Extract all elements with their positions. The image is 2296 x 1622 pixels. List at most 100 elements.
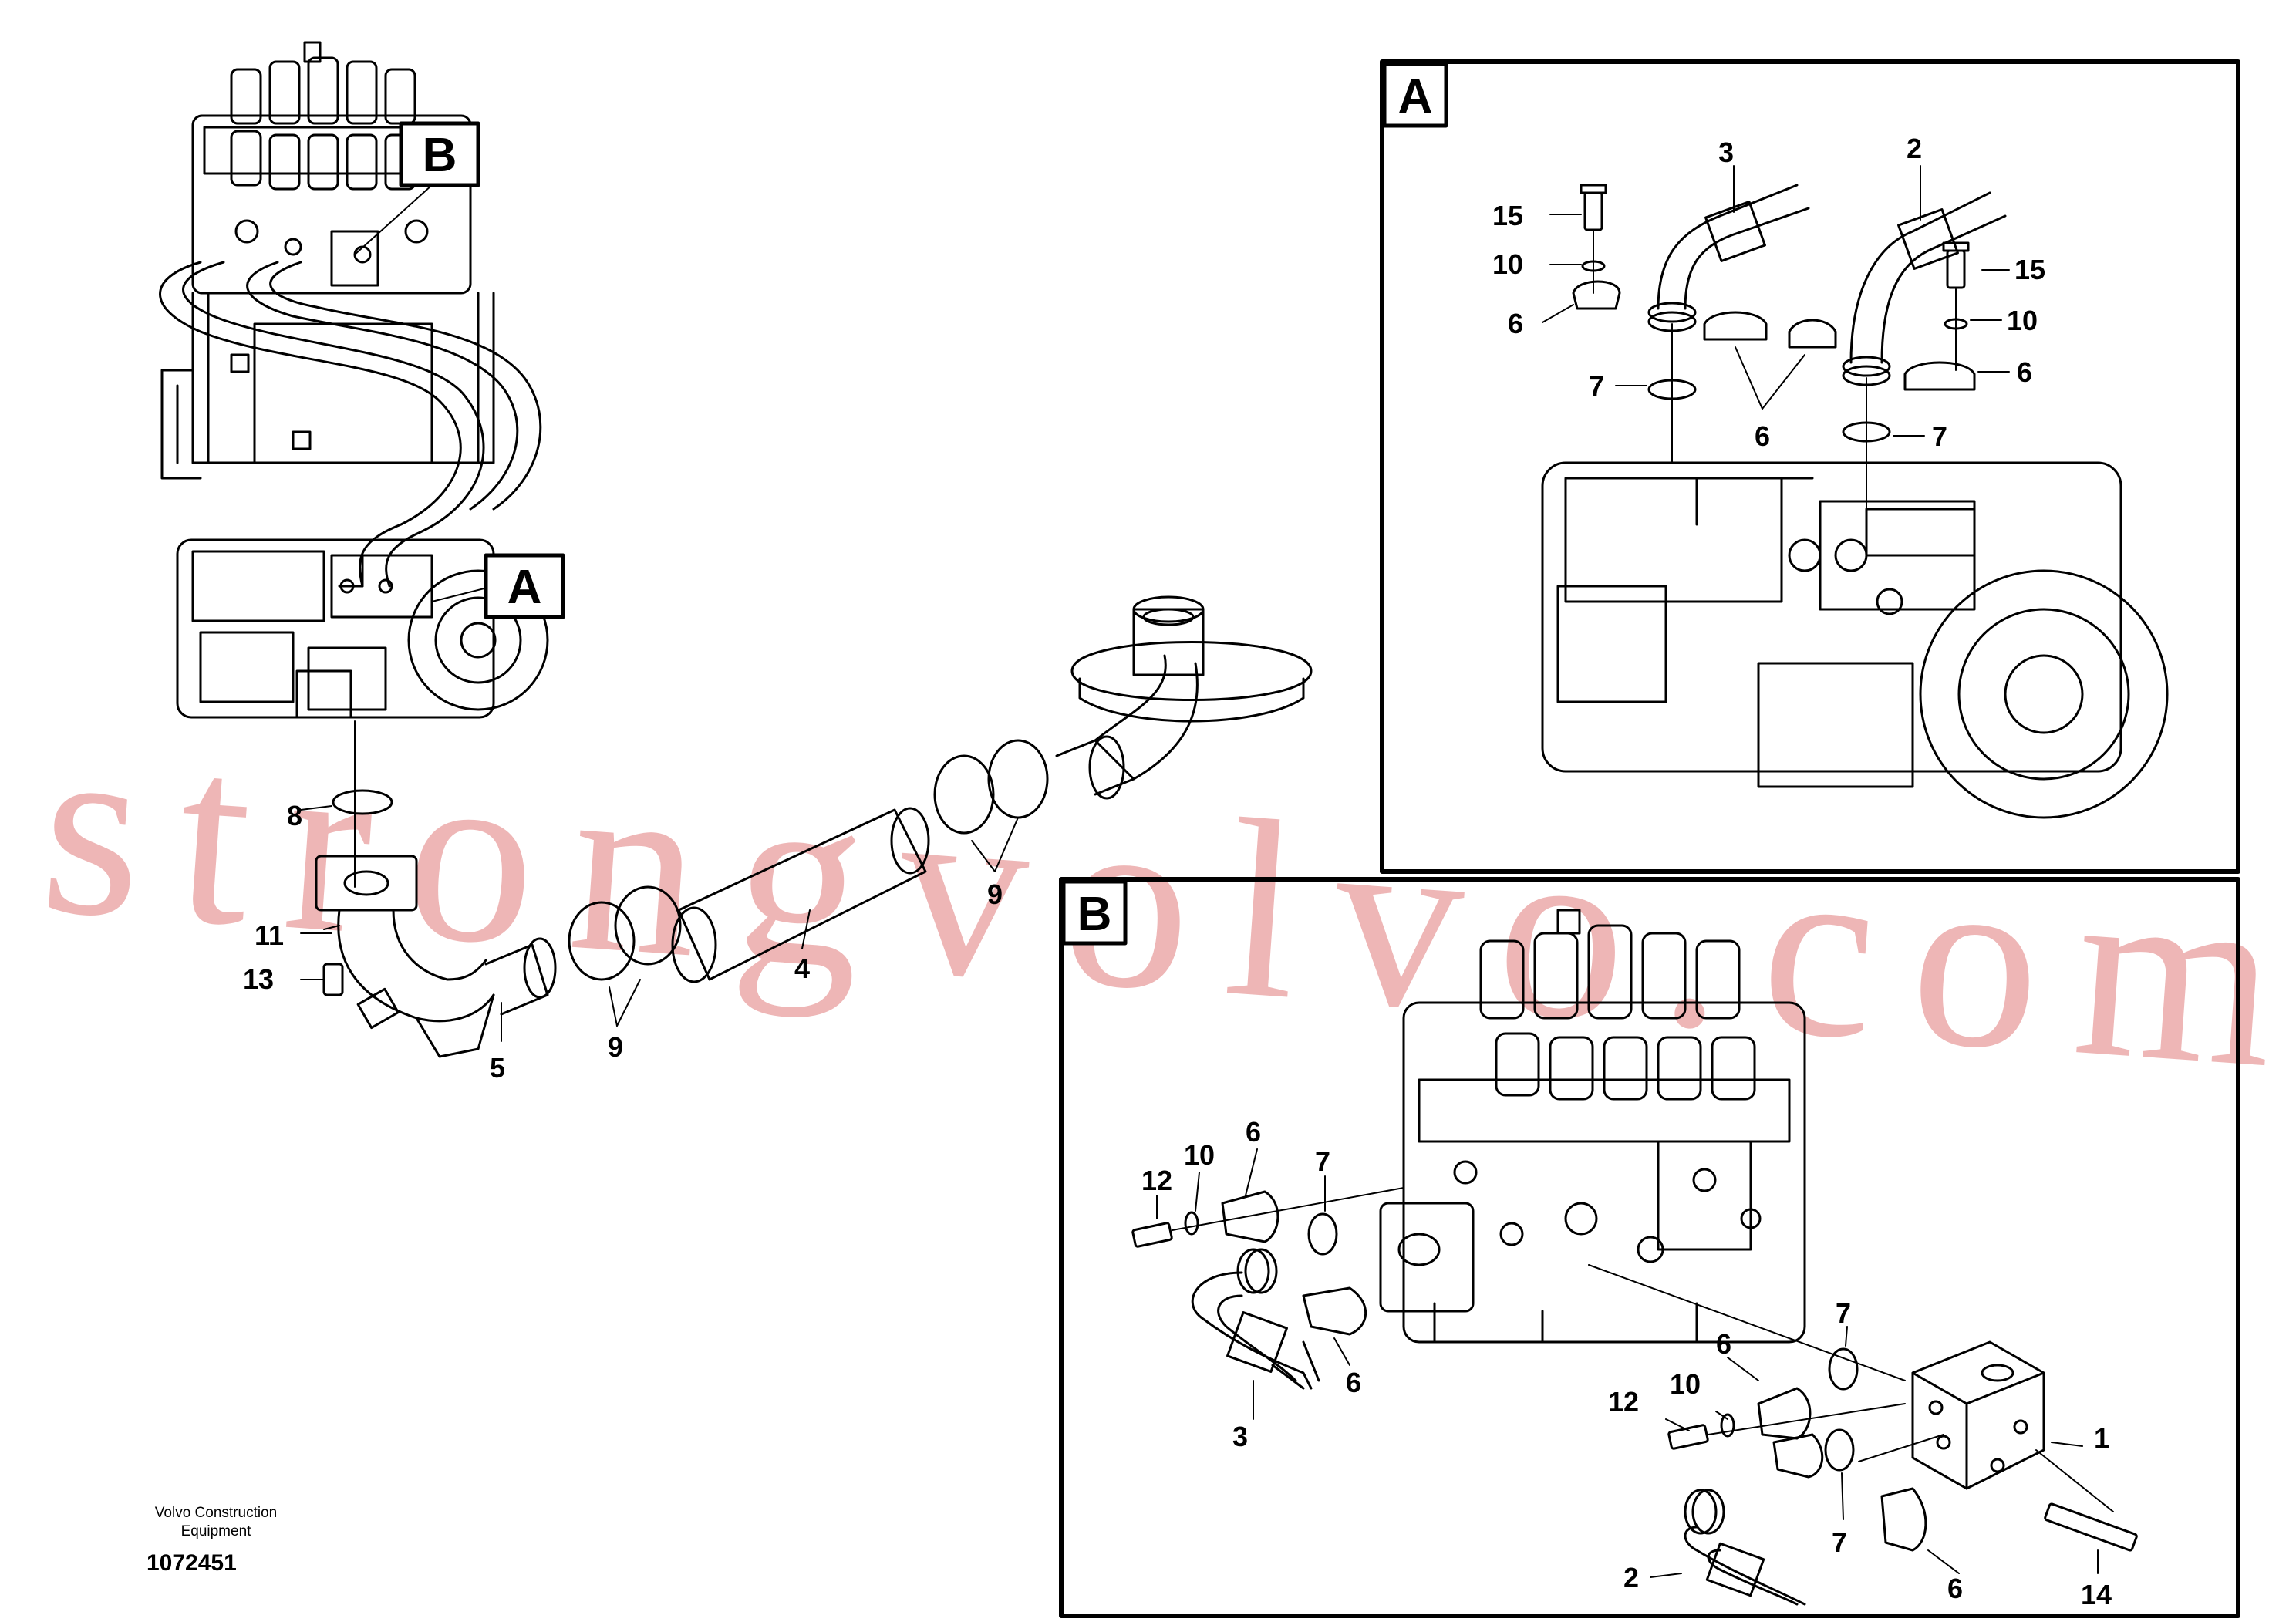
callout-a-15-left: 15 — [1492, 200, 1523, 231]
bolt-12-lower — [1667, 1424, 1709, 1450]
clamp-6-lower-mid — [1757, 1387, 1812, 1440]
detail-b-leaders — [1156, 1148, 2099, 1578]
callout-a-10-right: 10 — [2007, 305, 2038, 336]
washer-10-upper — [1184, 1211, 1199, 1236]
callout-b-1: 1 — [2094, 1422, 2109, 1454]
overview-box-b[interactable]: B — [399, 121, 480, 187]
control-valve-overview — [191, 41, 472, 295]
drawing-number: 1072451 — [147, 1550, 237, 1576]
callout-a-3: 3 — [1718, 137, 1734, 168]
callout-b-2: 2 — [1623, 1562, 1639, 1593]
clamp-9b — [568, 901, 636, 981]
clamp-9a — [523, 937, 557, 999]
main-pump-overview — [176, 538, 549, 719]
clamp-6-mid-b — [1788, 319, 1837, 349]
bolt-13-overview — [322, 963, 344, 996]
detail-b-frame — [1059, 877, 2240, 1618]
suction-flange — [315, 855, 418, 912]
callout-13: 13 — [243, 963, 274, 995]
detail-a-hardware — [1572, 184, 1976, 556]
callout-a-6-mid: 6 — [1755, 420, 1770, 452]
detail-b-hose-2 — [1684, 1489, 1806, 1606]
detail-a-callouts: 3 2 15 10 6 7 6 15 10 6 7 — [1492, 133, 2045, 452]
o-ring-7-upper — [1307, 1212, 1338, 1256]
callout-8: 8 — [287, 800, 302, 831]
callout-b-6-mid: 6 — [1716, 1328, 1731, 1360]
callout-b-7-mid: 7 — [1836, 1297, 1851, 1329]
callout-b-10-upper: 10 — [1184, 1139, 1215, 1171]
o-ring-7-lower — [1824, 1428, 1855, 1472]
o-ring-8 — [332, 789, 393, 815]
callout-b-3: 3 — [1232, 1421, 1248, 1452]
overview-leaders — [300, 169, 1019, 1042]
detail-b-solenoids — [1479, 909, 1756, 1101]
tank-port — [1070, 595, 1313, 723]
detail-a-hose-2 — [1842, 191, 2007, 386]
credit-company: Volvo Construction Equipment — [116, 1504, 316, 1541]
callout-b-7-upper: 7 — [1315, 1145, 1330, 1177]
clamp-6-mid-a — [1703, 311, 1768, 341]
credit-company-line2: Equipment — [180, 1523, 251, 1539]
clamp-9c — [614, 885, 682, 966]
callout-9a: 9 — [608, 1031, 623, 1063]
o-ring-7-mid — [1828, 1347, 1859, 1391]
callout-a-7-right: 7 — [1932, 420, 1947, 452]
detail-b-hardware-upper — [1131, 1187, 1404, 1336]
callout-11: 11 — [255, 919, 284, 951]
callout-a-15-right: 15 — [2014, 254, 2045, 285]
callout-a-7-left: 7 — [1589, 370, 1604, 402]
clamp-6-bottom — [1880, 1487, 1927, 1552]
callout-a-10-left: 10 — [1492, 248, 1523, 280]
overview-hoses — [159, 261, 542, 588]
detail-b-hardware-lower — [1588, 1264, 2138, 1552]
bolt-14 — [2044, 1502, 2138, 1552]
detail-a-pump — [1541, 461, 2169, 819]
bolt-12-upper — [1131, 1222, 1173, 1248]
tank-elbow — [1055, 739, 1135, 796]
detail-a-frame — [1380, 59, 2240, 874]
detail-b-title-box: B — [1061, 879, 1128, 946]
overview-callouts: 8 11 13 5 9 4 9 — [243, 800, 1003, 1084]
detail-a-leaders — [1542, 165, 2010, 437]
bolt-15-left — [1583, 191, 1603, 231]
callout-9b: 9 — [987, 878, 1003, 910]
svg-text:A: A — [1398, 70, 1433, 123]
clamp-6-upper — [1221, 1190, 1279, 1243]
clamp-6-left — [1572, 280, 1621, 310]
callout-b-12-lower: 12 — [1608, 1386, 1639, 1418]
callout-b-12-upper: 12 — [1141, 1165, 1172, 1196]
valve-mount-frame — [160, 292, 495, 480]
detail-a-panel: A — [1380, 59, 2240, 874]
callout-b-7-lower: 7 — [1832, 1526, 1847, 1558]
callout-b-10-lower: 10 — [1670, 1368, 1701, 1400]
callout-a-6-right: 6 — [2017, 356, 2032, 388]
detail-b-control-valve — [1379, 909, 1806, 1344]
callout-5: 5 — [490, 1052, 505, 1084]
elbow-port — [356, 987, 400, 1030]
callout-a-6-left: 6 — [1508, 308, 1523, 339]
callout-b-6-lower-left: 6 — [1346, 1367, 1361, 1398]
clamp-6-right — [1903, 361, 1976, 391]
overview-assembly: B A 8 11 13 5 9 4 9 — [159, 41, 1313, 1084]
credit-company-line1: Volvo Construction — [154, 1505, 278, 1521]
svg-text:B: B — [423, 129, 457, 182]
clamp-9e — [987, 739, 1049, 819]
detail-a-title-box: A — [1382, 62, 1448, 128]
clamp-6-lower-left — [1302, 1286, 1367, 1336]
detail-b-callouts: 12 10 6 7 3 6 7 6 12 10 1 2 7 6 14 — [1141, 1116, 2112, 1610]
svg-text:B: B — [1077, 888, 1112, 941]
detail-b-panel: B — [1059, 877, 2240, 1618]
overview-suction-hoses — [484, 654, 1199, 1016]
detail-a-hose-3 — [1647, 184, 1810, 332]
callout-b-14: 14 — [2081, 1579, 2112, 1610]
svg-text:A: A — [507, 561, 542, 614]
washer-10-lower — [1720, 1413, 1735, 1438]
suction-assembly — [300, 720, 495, 1058]
overview-box-a[interactable]: A — [484, 553, 565, 619]
callout-b-6-upper: 6 — [1246, 1116, 1261, 1148]
detail-b-block-1 — [1911, 1340, 2045, 1490]
detail-b-hose-3 — [1191, 1248, 1320, 1390]
clamp-9d — [933, 754, 995, 835]
